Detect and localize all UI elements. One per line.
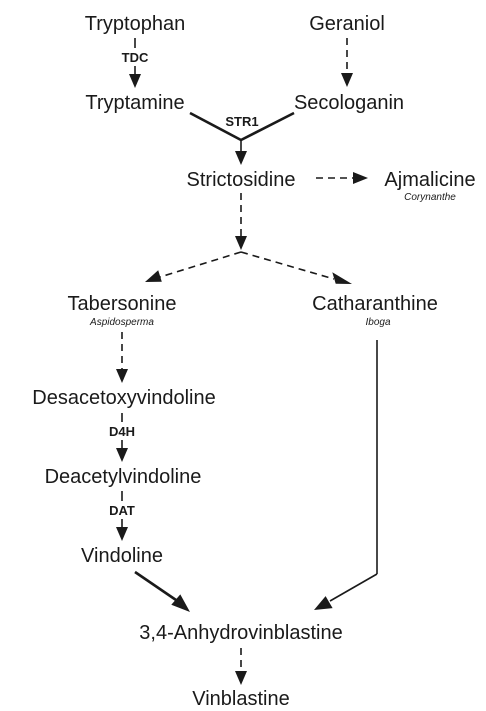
str1-condensation-right-branch (240, 111, 295, 142)
arrow-branch-to-tabersonine (159, 251, 242, 278)
compound-strictosidine: Strictosidine (187, 169, 296, 191)
arrowhead-tabersonine (145, 270, 162, 282)
compound-deacetylvindoline: Deacetylvindoline (45, 466, 202, 488)
arrowhead-desacetoxyvindoline (116, 369, 128, 383)
compound-anhydrovinblastine: 3,4-Anhydrovinblastine (139, 622, 342, 644)
arrowhead-strictosidine (235, 151, 247, 165)
arrowhead-ajmalicine (353, 172, 368, 184)
family-aspidosperma: Aspidosperma (89, 317, 154, 328)
compound-desacetoxyvindoline: Desacetoxyvindoline (32, 387, 215, 409)
enzyme-str1: STR1 (225, 114, 258, 129)
arrowhead-secologanin (341, 73, 353, 87)
enzyme-tdc: TDC (122, 50, 149, 65)
arrow-vindoline-to-anhydrovinblastine (134, 570, 177, 602)
compound-tryptophan: Tryptophan (85, 13, 185, 35)
arrow-branch-to-catharanthine (240, 251, 335, 280)
compound-ajmalicine: Ajmalicine (384, 169, 475, 191)
str1-condensation-left-branch (189, 111, 242, 142)
arrowhead-anhydrovinblastine-left (171, 594, 190, 612)
enzyme-d4h: D4H (109, 424, 135, 439)
arrow-catharanthine-to-anhydrovinblastine (329, 573, 378, 602)
arrowhead-deacetylvindoline (116, 448, 128, 462)
arrowhead-anhydrovinblastine-right (314, 596, 333, 610)
compound-tabersonine: Tabersonine (68, 293, 177, 315)
arrowhead-catharanthine (332, 272, 352, 284)
compound-catharanthine: Catharanthine (312, 293, 438, 315)
compound-secologanin: Secologanin (294, 92, 404, 114)
compound-vindoline: Vindoline (81, 545, 163, 567)
arrowhead-vinblastine (235, 671, 247, 685)
arrowhead-vindoline (116, 527, 128, 541)
compound-geraniol: Geraniol (309, 13, 385, 35)
compound-tryptamine: Tryptamine (85, 92, 184, 114)
arrowhead-tryptamine (129, 74, 141, 88)
family-corynanthe: Corynanthe (404, 192, 456, 203)
family-iboga: Iboga (365, 317, 390, 328)
enzyme-dat: DAT (109, 503, 135, 518)
arrowhead-branch-point (235, 236, 247, 250)
compound-vinblastine: Vinblastine (192, 688, 289, 710)
